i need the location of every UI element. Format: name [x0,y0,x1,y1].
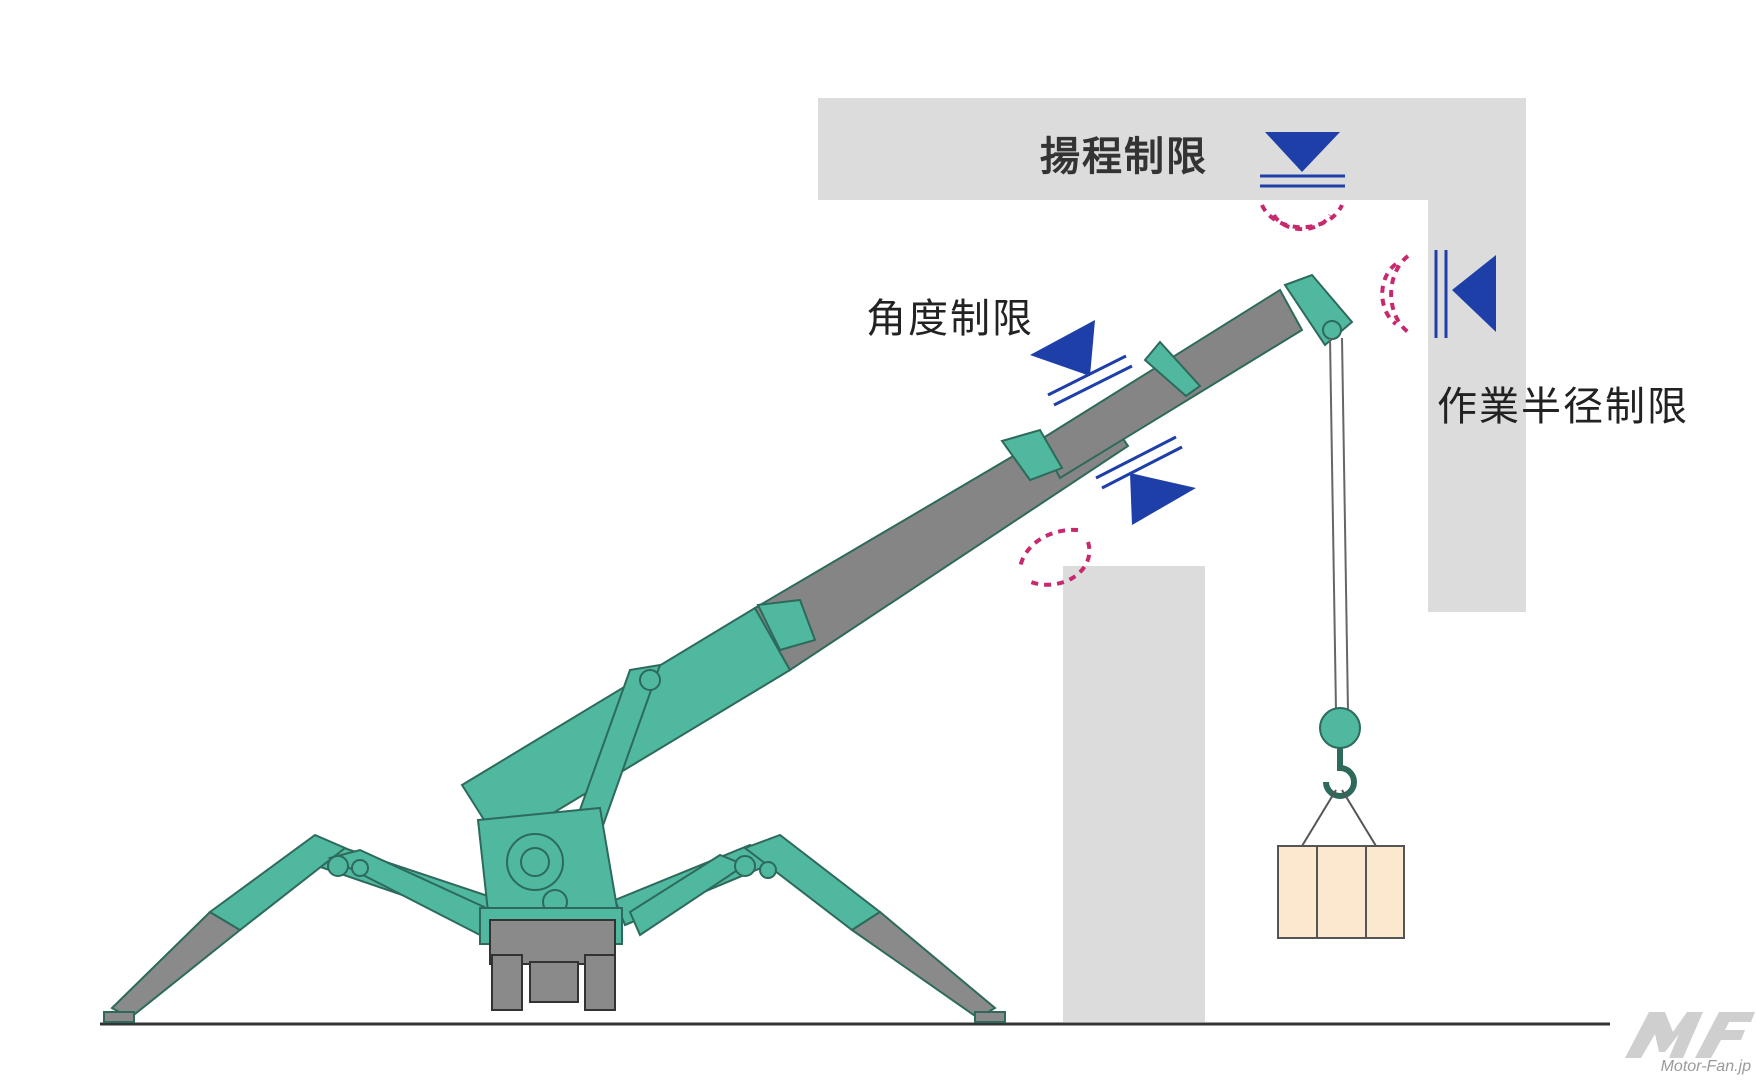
left-outer-leg-extension [110,910,242,1020]
right-outer-leg-extension [850,910,997,1020]
ceiling-obstacle [818,98,1526,612]
radius-limit-label: 作業半径制限 [1437,384,1689,430]
sling [1301,789,1337,847]
leg-joint [351,859,369,877]
sling [1341,789,1377,847]
track-center [529,961,579,1003]
leg-joint [734,855,756,877]
angle-alert-arc [1025,541,1092,587]
boom-head-sheave [1322,320,1342,340]
radius-alert-arc [1389,254,1410,334]
height-limit-label: 揚程制限 [1040,134,1208,180]
right-outer-leg-upper [742,833,882,932]
brand-logo [1625,1012,1755,1058]
angle-limit-label: 角度制限 [866,296,1034,342]
track-right [584,954,616,1011]
hook [1323,748,1357,799]
obstacles [818,98,1526,1022]
hook-block [1319,707,1361,749]
boom-collar [1000,428,1064,482]
alert-arcs [1018,204,1410,587]
hoist [1277,337,1405,939]
track-left [491,954,523,1011]
height-alert-arc [1260,204,1344,230]
radius-alert-arc [1380,262,1398,326]
limit-markers [1030,132,1496,525]
wall-obstacle [1063,566,1205,1022]
angle-limit-upper-triangle [1030,320,1095,376]
left-foot [103,1011,135,1023]
turret-wheel-hub [520,847,550,877]
turret-pin [639,669,661,691]
height-alert-arc [1272,213,1332,232]
height-limit-triangle [1265,132,1340,172]
boom [460,273,1354,847]
load-crate [1277,845,1405,939]
boom-collar [1143,340,1202,398]
angle-limit-lower-line [1101,445,1183,490]
brand-logo-shape [1695,1012,1755,1058]
angle-limit-upper-line [1053,364,1133,407]
leg-joint [327,855,349,877]
boom-collar [756,598,817,652]
undercarriage [489,919,616,1011]
brand-url: Motor-Fan.jp [1660,1058,1751,1075]
angle-limit-lower-triangle [1130,473,1196,525]
leg-joint [759,861,777,879]
angle-limit-upper-line [1047,354,1127,397]
angle-alert-arc [1018,527,1079,569]
hoist-rope [1341,337,1349,713]
brand-logo-shape [1625,1012,1703,1058]
radius-limit-triangle [1452,255,1496,332]
angle-limit-lower-line [1095,435,1177,480]
left-outer-leg-upper [208,833,347,932]
brand-watermark: Motor-Fan.jp [1615,1010,1755,1088]
hoist-rope [1329,337,1337,713]
right-foot [974,1011,1006,1023]
